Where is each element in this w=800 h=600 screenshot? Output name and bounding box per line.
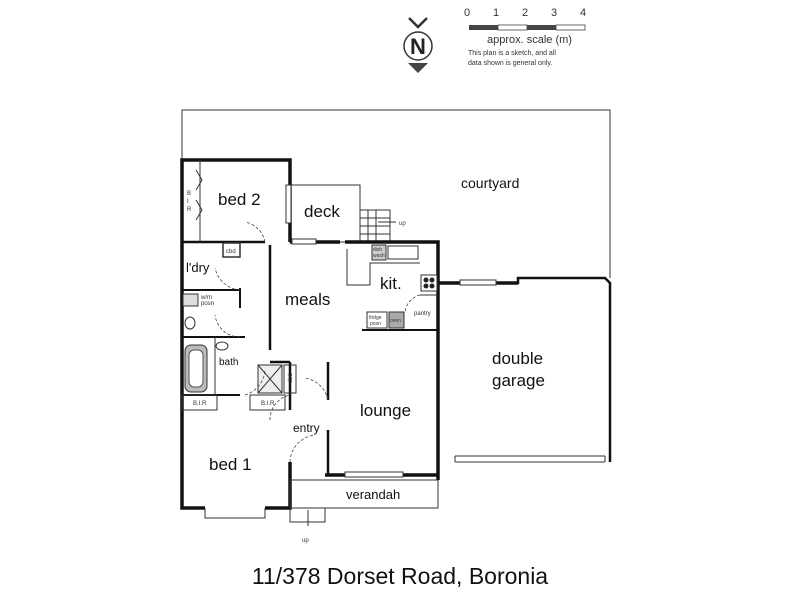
wm-label-line2: posn xyxy=(201,301,214,307)
room-label-bed1: bed 1 xyxy=(209,455,252,474)
fridge-label-line1: fridge xyxy=(369,315,382,321)
verandah-outline xyxy=(289,479,439,509)
oven-label: oven xyxy=(390,318,401,324)
cbd-laundry-label: cbd xyxy=(226,249,236,255)
disclaimer-line2: data shown is general only. xyxy=(468,60,552,67)
cbd-entry-label: cbd xyxy=(288,373,294,383)
verandah-steps xyxy=(289,507,326,526)
bir-label-i: I xyxy=(187,199,189,205)
room-label-entry: entry xyxy=(293,421,320,435)
windows xyxy=(204,184,497,519)
disclaimer-line1: This plan is a sketch, and all xyxy=(468,50,556,57)
scale-tick-4: 4 xyxy=(580,7,586,19)
pantry-label: pantry xyxy=(414,311,431,317)
room-label-bath: bath xyxy=(219,357,238,368)
room-label-verandah: verandah xyxy=(346,487,400,502)
room-label-bed2: bed 2 xyxy=(218,190,261,209)
scale-tick-0: 0 xyxy=(464,7,470,19)
interior-walls xyxy=(181,160,438,475)
room-label-garage-line2: garage xyxy=(492,371,545,390)
verandah-up-label: up xyxy=(302,538,309,544)
property-address-title: 11/378 Dorset Road, Boronia xyxy=(251,563,549,589)
bir2-label: B.I.R xyxy=(261,401,275,407)
dishwasher-label-line1: dish xyxy=(373,247,382,253)
bir-label-b: B xyxy=(187,191,191,197)
room-label-kitchen: kit. xyxy=(380,274,402,293)
wm-label-line1: w/m xyxy=(200,295,212,301)
fixtures xyxy=(182,244,438,394)
scale-tick-1: 1 xyxy=(493,7,499,19)
room-label-courtyard: courtyard xyxy=(461,175,519,191)
room-label-meals: meals xyxy=(285,290,330,309)
bir1-label: B.I.R xyxy=(193,401,207,407)
scale-tick-2: 2 xyxy=(522,7,528,19)
deck-stairs xyxy=(359,209,396,243)
scale-bar: 0 1 2 3 4 approx. scale (m) This plan is… xyxy=(464,7,586,67)
scale-tick-3: 3 xyxy=(551,7,557,19)
room-label-deck: deck xyxy=(304,202,340,221)
site-boundary xyxy=(181,109,611,278)
north-arrow-icon: N xyxy=(403,17,433,73)
bir-label-r: R xyxy=(187,207,192,213)
room-label-garage-line1: double xyxy=(492,349,543,368)
door-swings xyxy=(195,169,421,463)
room-label-lounge: lounge xyxy=(360,401,411,420)
dishwasher-label-line2: wash xyxy=(373,253,385,259)
compass-label: N xyxy=(410,34,426,59)
room-label-laundry: l'dry xyxy=(186,260,210,275)
deck-up-label: up xyxy=(399,221,406,227)
fridge-label-line2: posn xyxy=(370,321,381,327)
scale-label: approx. scale (m) xyxy=(487,34,572,46)
